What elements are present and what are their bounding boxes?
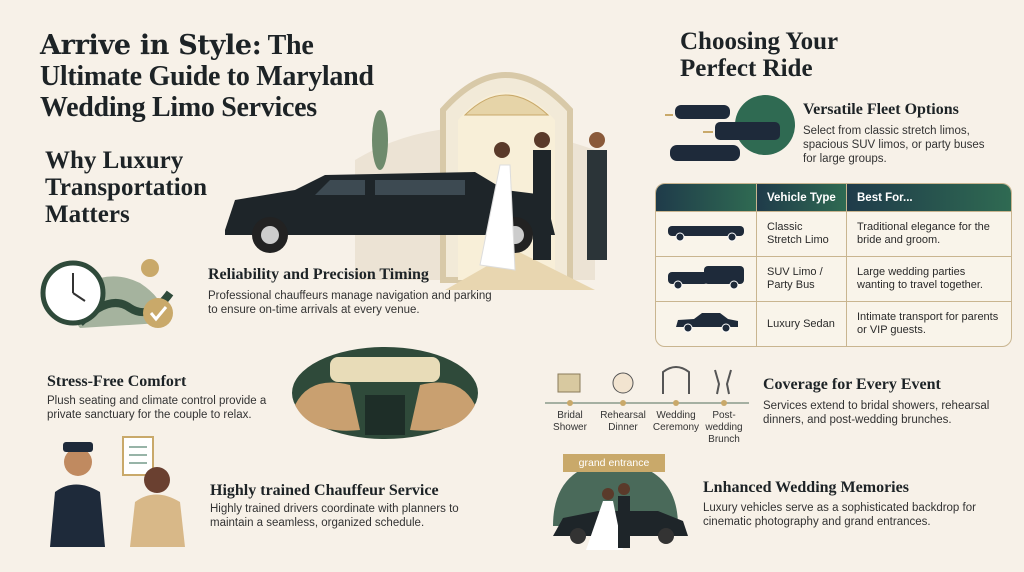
fleet-text: Select from classic stretch limos, spaci…	[803, 125, 985, 165]
feature-text-reliability: Professional chauffeurs manage navigatio…	[208, 290, 492, 316]
choosing-heading: Choosing Your Perfect Ride	[680, 28, 838, 82]
events-timeline-icons	[545, 366, 749, 406]
why-heading: Why Luxury Transportation Matters	[45, 147, 208, 228]
limo-interior-illustration	[292, 347, 478, 439]
coverage-title: Coverage for Every Event	[763, 376, 941, 393]
grand-entrance-banner: grand entrance	[563, 454, 665, 472]
fleet-title: Versatile Fleet Options	[803, 101, 959, 118]
hero-illustration	[225, 72, 607, 290]
arch-icon	[662, 366, 690, 394]
header-best-for: Best For...	[847, 184, 1011, 211]
stretch-limo-icon	[656, 211, 757, 256]
bride-and-groom	[479, 132, 607, 271]
event-label: Wedding Ceremony	[652, 410, 700, 433]
feature-text-comfort: Plush seating and climate control provid…	[47, 395, 267, 421]
event-label: Bridal Shower	[553, 410, 587, 433]
gift-icon	[557, 373, 581, 393]
feature-title-comfort: Stress-Free Comfort	[47, 373, 187, 390]
feature-title-chauffeur: Highly trained Chauffeur Service	[210, 482, 439, 499]
memories-text: Luxury vehicles serve as a sophisticated…	[703, 502, 976, 528]
fleet-cars-icon	[665, 95, 795, 161]
suv-bus-icon	[656, 256, 757, 301]
limo-car	[225, 172, 555, 253]
feature-text-chauffeur: Highly trained drivers coordinate with p…	[210, 503, 459, 529]
header-vehicle-type: Vehicle Type	[757, 184, 847, 211]
memories-title: Lnhanced Wedding Memories	[703, 479, 909, 496]
champagne-icon	[714, 369, 732, 395]
stopwatch-map-icon	[40, 259, 174, 328]
event-label: Post-wedding Brunch	[705, 410, 743, 445]
plate-icon	[612, 372, 634, 394]
grand-entrance-illustration	[553, 461, 688, 550]
chauffeur-planner-illustration	[50, 436, 185, 547]
page-title: Arrive in Style: The Ultimate Guide to M…	[40, 30, 374, 123]
event-label: Rehearsal Dinner	[600, 410, 646, 433]
coverage-text: Services extend to bridal showers, rehea…	[763, 400, 990, 426]
feature-title-reliability: Reliability and Precision Timing	[208, 266, 429, 283]
sedan-icon	[656, 301, 757, 346]
